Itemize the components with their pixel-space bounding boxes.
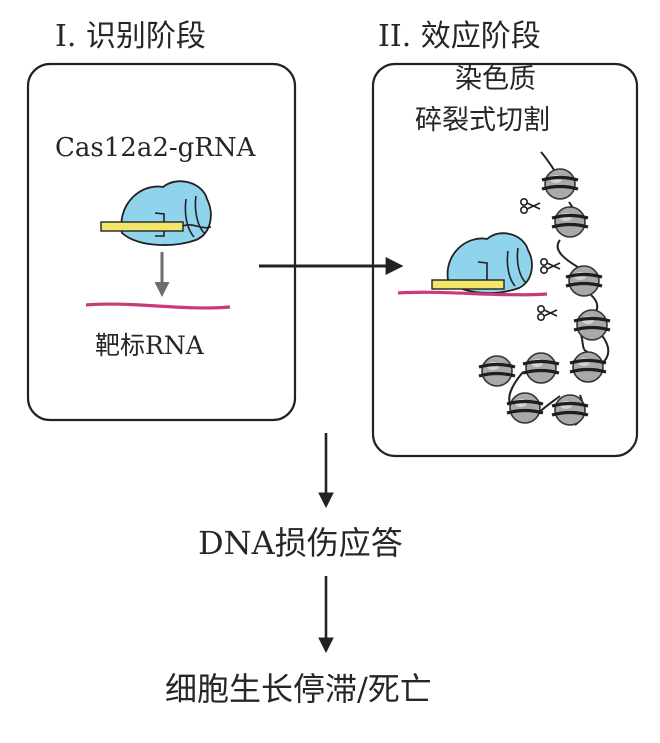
effector-stage-box — [371, 62, 639, 458]
scissors-icon — [519, 197, 541, 215]
target-rna-label: 靶标RNA — [95, 331, 204, 360]
nucleosome-icon — [521, 351, 561, 385]
nucleosome-icon — [540, 167, 580, 201]
nucleosome-icon — [564, 264, 604, 298]
nucleosome-icon — [550, 205, 590, 239]
scissors-icon — [539, 257, 561, 275]
stage-1-title: I. 识别阶段 — [55, 19, 206, 54]
complex-label: Cas12a2-gRNA — [55, 133, 256, 163]
bound-target-rna — [397, 290, 548, 297]
target-rna-strand — [85, 302, 231, 310]
chromatin-label-line1: 染色质 — [455, 64, 536, 95]
cell-growth-arrest-label: 细胞生长停滞/死亡 — [165, 670, 432, 708]
dna-damage-response-label: DNA损伤应答 — [198, 524, 403, 562]
nucleosome-icon — [568, 350, 608, 384]
nucleosome-icon — [505, 391, 545, 425]
nucleosome-icon — [572, 308, 612, 342]
scissors-icon — [536, 304, 558, 322]
nucleosome-icon — [550, 393, 590, 427]
nucleosome-icon — [477, 354, 517, 388]
stage-2-title: II. 效应阶段 — [378, 19, 541, 54]
cas12a2-complex-icon — [100, 180, 212, 246]
chromatin-label-line2: 碎裂式切割 — [415, 105, 550, 136]
bound-guide-rna — [431, 279, 505, 290]
guide-rna — [100, 221, 184, 232]
recognition-stage-box — [26, 62, 297, 422]
